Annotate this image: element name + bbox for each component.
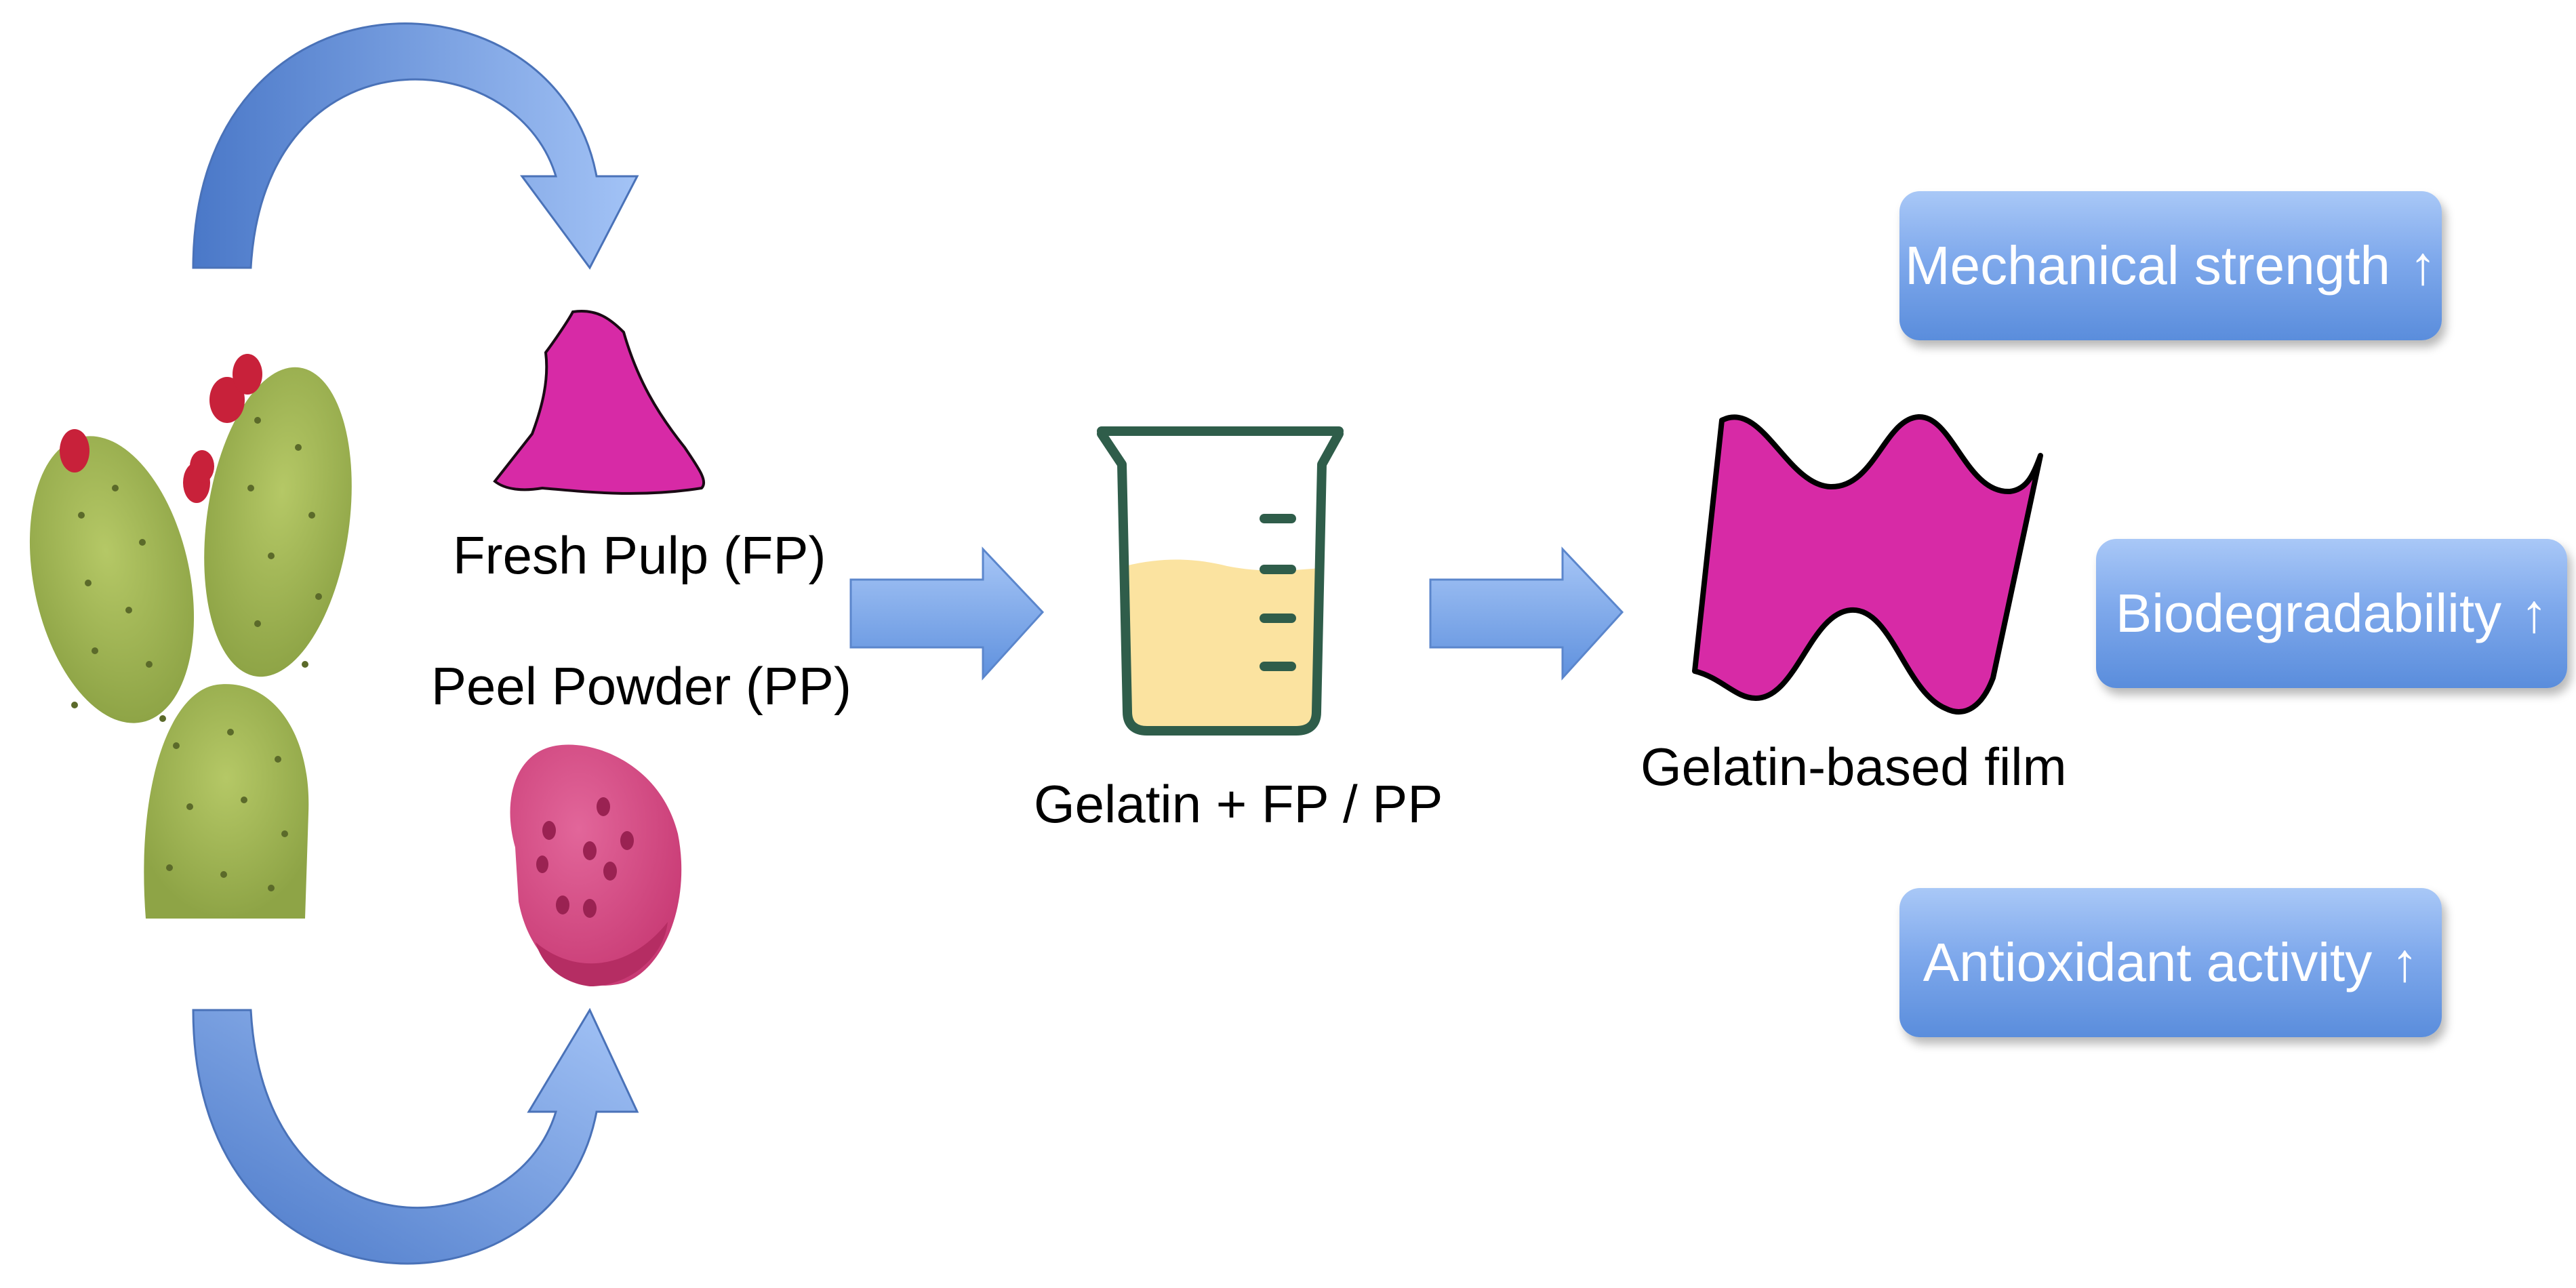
increase-arrow-icon: ↑ (2391, 932, 2419, 992)
arrow-to-beaker (849, 546, 1045, 681)
property-mechanical-strength: Mechanical strength ↑ (1899, 191, 2442, 340)
peel-powder-label: Peel Powder (PP) (431, 656, 851, 716)
property-label: Antioxidant activity (1923, 932, 2373, 992)
arrow-to-film (1429, 546, 1624, 681)
property-antioxidant-activity: Antioxidant activity ↑ (1899, 888, 2442, 1037)
cactus-icon (29, 354, 352, 919)
property-label: Biodegradability (2115, 583, 2502, 643)
film-label: Gelatin-based film (1641, 737, 2067, 797)
liquid (1125, 559, 1319, 731)
property-label: Mechanical strength (1905, 235, 2390, 296)
increase-arrow-icon: ↑ (2409, 235, 2436, 296)
film-shape (1692, 414, 2043, 715)
increase-arrow-icon: ↑ (2520, 583, 2548, 643)
beaker-icon (1097, 426, 1344, 736)
property-biodegradability: Biodegradability ↑ (2096, 539, 2567, 688)
mixture-label: Gelatin + FP / PP (1034, 774, 1443, 834)
curved-arrow-to-peel (192, 1007, 639, 1265)
fresh-pulp-label: Fresh Pulp (FP) (453, 525, 826, 585)
curved-arrow-to-pulp (192, 22, 639, 270)
cactus-fruit (60, 354, 262, 503)
peel-fruit-icon (510, 744, 682, 986)
fresh-pulp-icon (493, 310, 706, 495)
